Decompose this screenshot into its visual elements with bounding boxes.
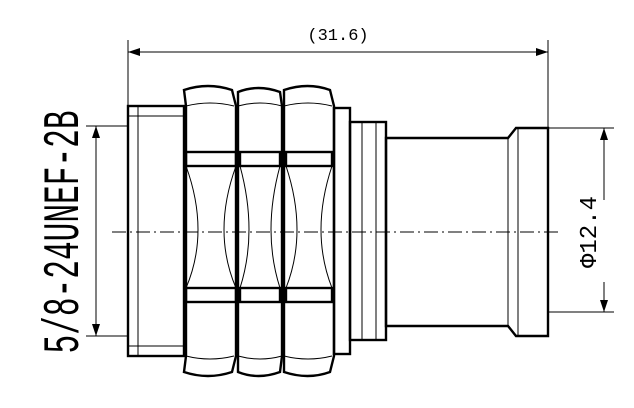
rear-barrel (384, 126, 550, 338)
overall-length-label: (31.6) (307, 27, 368, 46)
connector-body (112, 84, 562, 378)
hex-nut (182, 84, 336, 378)
diameter-label: Φ12.4 (577, 196, 604, 268)
diameter-dimension: Φ12.4 (548, 127, 614, 313)
thread-dimension: 5/8-24UNEF-2B (36, 110, 128, 354)
overall-length-dimension: (31.6) (127, 27, 549, 128)
front-ring (126, 104, 186, 358)
shoulder (332, 106, 388, 356)
thread-spec-label: 5/8-24UNEF-2B (36, 110, 94, 353)
